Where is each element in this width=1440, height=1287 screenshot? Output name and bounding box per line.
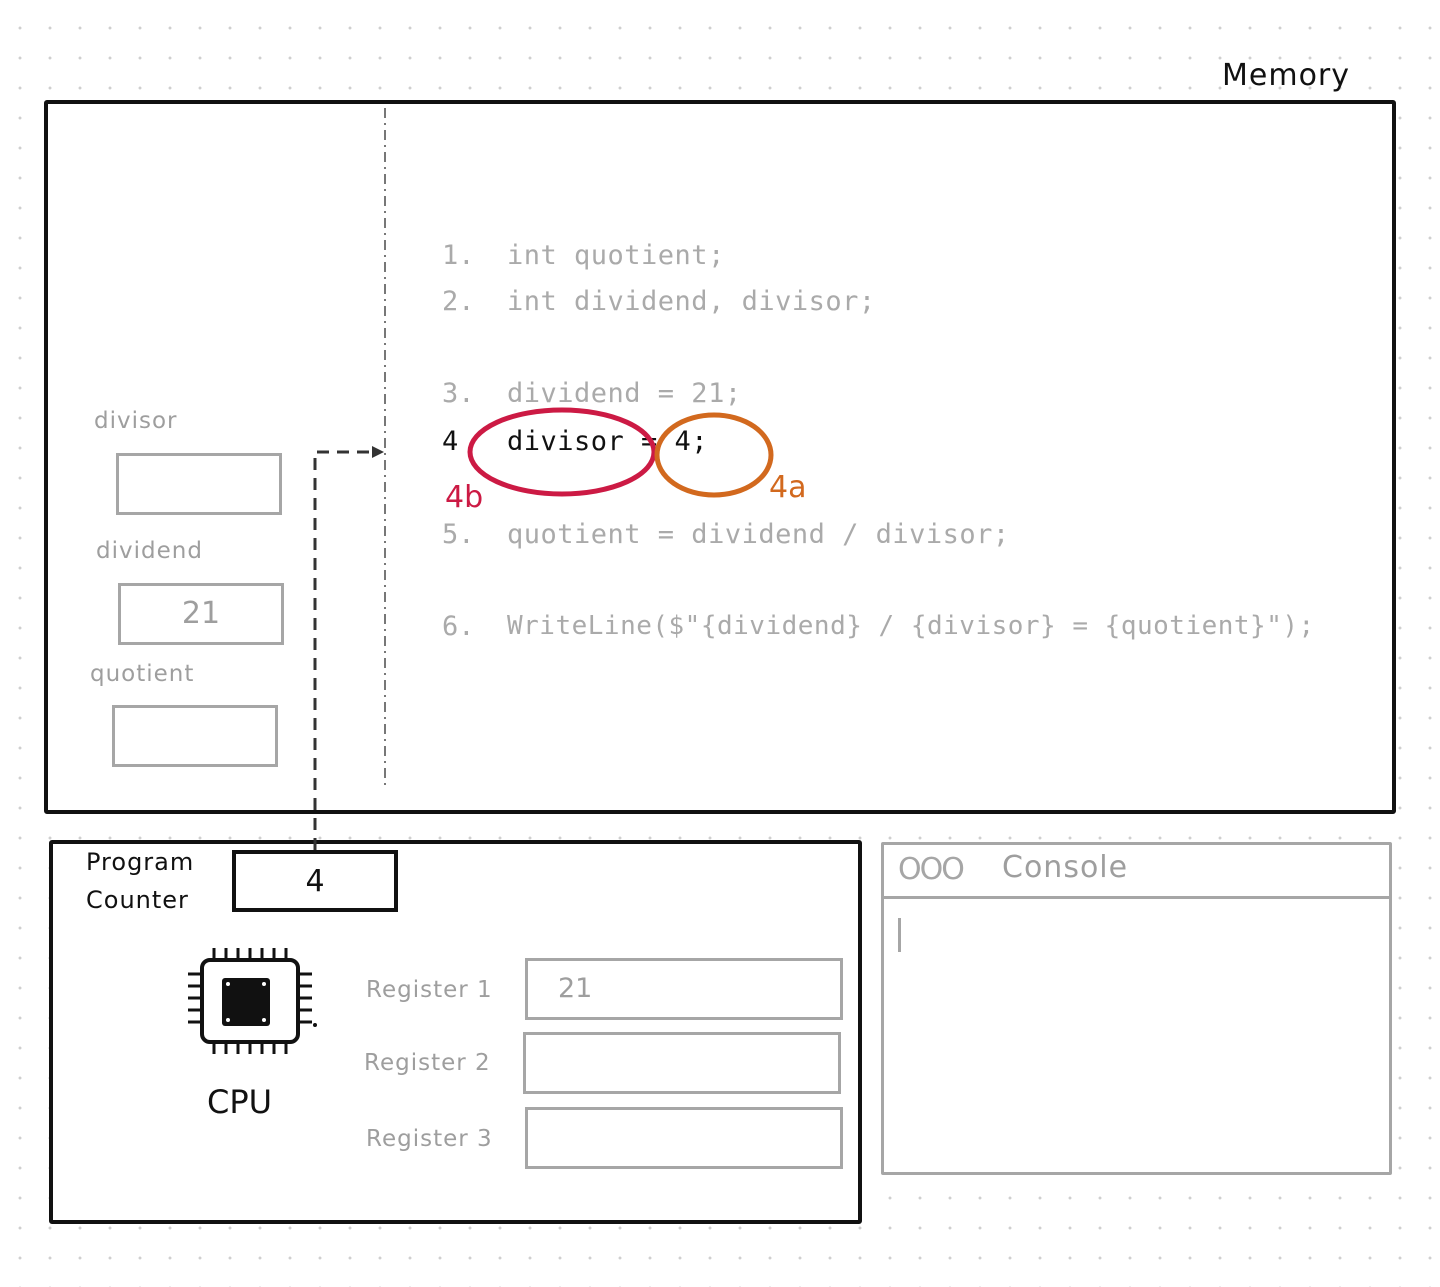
register-label-3: Register 3 xyxy=(366,1126,493,1152)
program-counter-label: Program xyxy=(86,848,195,876)
register-label-2: Register 2 xyxy=(364,1050,491,1076)
annotation-4a: 4a xyxy=(769,470,807,505)
annotation-4b: 4b xyxy=(445,480,484,515)
console-title: Console xyxy=(1002,850,1129,885)
step-annotation-circles xyxy=(467,407,774,498)
variable-box-dividend: 21 xyxy=(118,583,284,645)
code-line-number: 6. xyxy=(442,611,475,642)
code-line-text: int dividend, divisor; xyxy=(507,286,876,317)
console-cursor xyxy=(898,918,901,952)
memory-divider xyxy=(384,108,386,788)
memory-panel xyxy=(44,100,1396,814)
console-window xyxy=(881,842,1392,1175)
variable-box-divisor xyxy=(116,453,282,515)
code-line-number: 5. xyxy=(442,519,475,550)
variable-label-dividend: dividend xyxy=(96,538,203,564)
program-counter-pointer-arrow xyxy=(313,446,384,850)
code-line-text: dividend = 21; xyxy=(507,378,742,409)
console-title-divider xyxy=(884,896,1389,899)
window-dots-icon: OOO xyxy=(898,852,965,887)
memory-title: Memory xyxy=(1222,58,1351,93)
register-box-1: 21 xyxy=(525,958,843,1020)
register-label-1: Register 1 xyxy=(366,977,493,1003)
circle-4a xyxy=(654,412,774,498)
code-line-text: quotient = dividend / divisor; xyxy=(507,519,1010,550)
cpu-label: CPU xyxy=(207,1083,273,1121)
code-line-number: 2. xyxy=(442,286,475,317)
program-counter-value: 4 xyxy=(232,850,398,912)
code-line-number: 1. xyxy=(442,240,475,271)
code-line-text: int quotient; xyxy=(507,240,725,271)
cpu-chip-icon xyxy=(188,948,317,1054)
variable-label-divisor: divisor xyxy=(94,408,178,434)
register-box-3 xyxy=(525,1107,843,1169)
register-box-2 xyxy=(523,1032,841,1094)
code-line-number: 3. xyxy=(442,378,475,409)
code-line-text: WriteLine($"{dividend} / {divisor} = {qu… xyxy=(507,611,1315,641)
circle-4b xyxy=(467,407,657,497)
variable-label-quotient: quotient xyxy=(90,661,195,687)
current-line-text: divisor = 4; xyxy=(507,426,709,457)
current-line-number: 4 xyxy=(442,426,459,457)
program-counter-label: Counter xyxy=(86,886,189,914)
variable-box-quotient xyxy=(112,705,278,767)
